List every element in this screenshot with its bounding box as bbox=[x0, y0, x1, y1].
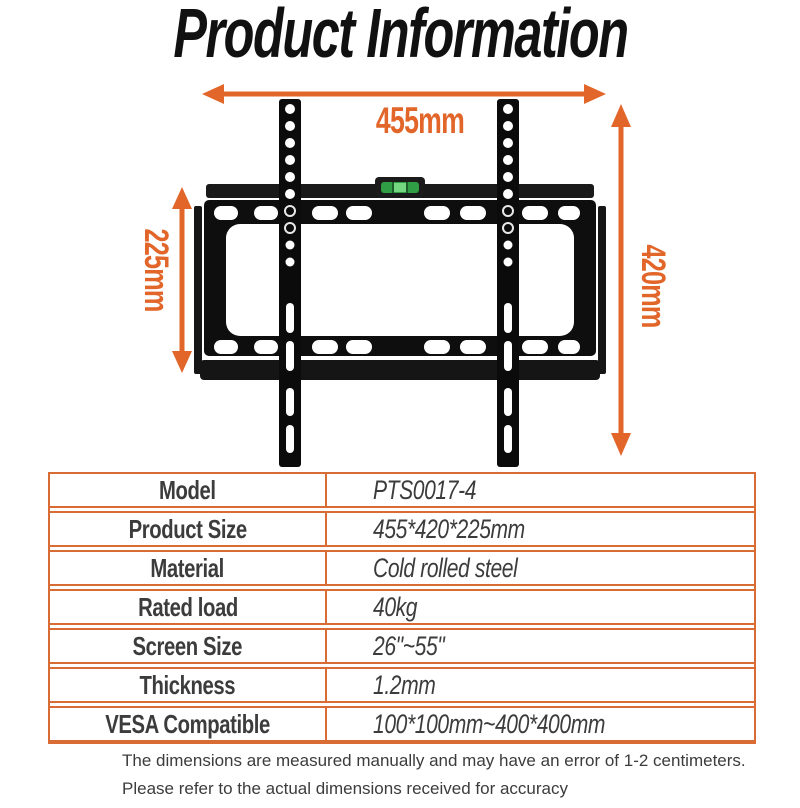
table-row: Model PTS0017-4 bbox=[50, 474, 754, 508]
spec-value-text: 40kg bbox=[373, 591, 418, 622]
footer-notes: The dimensions are measured manually and… bbox=[122, 752, 746, 808]
table-row: Rated load 40kg bbox=[50, 589, 754, 625]
spec-label-cell: Model bbox=[50, 474, 327, 506]
spec-value-cell: PTS0017-4 bbox=[327, 474, 754, 506]
spec-value-text: 455*420*225mm bbox=[373, 513, 525, 544]
footer-note-line1: The dimensions are measured manually and… bbox=[122, 751, 746, 770]
height-arrow-right bbox=[611, 104, 631, 456]
spec-value-text: 1.2mm bbox=[373, 669, 436, 700]
spec-label-text: Material bbox=[150, 552, 225, 583]
spec-value-text: PTS0017-4 bbox=[373, 474, 477, 505]
spec-label-cell: Screen Size bbox=[50, 630, 327, 662]
spec-label-cell: Material bbox=[50, 552, 327, 584]
table-row: Product Size 455*420*225mm bbox=[50, 511, 754, 547]
spec-value-text: 100*100mm~400*400mm bbox=[373, 708, 606, 739]
spec-value-text: Cold rolled steel bbox=[373, 552, 518, 583]
page-title: Product Information bbox=[0, 0, 800, 70]
right-rail bbox=[497, 99, 519, 467]
dimension-label-height-left: 225mm bbox=[137, 228, 175, 312]
footer-note-line2: Please refer to the actual dimensions re… bbox=[122, 779, 569, 798]
spec-value-cell: Cold rolled steel bbox=[327, 552, 754, 584]
spec-value-cell: 40kg bbox=[327, 591, 754, 623]
dimension-label-height-right: 420mm bbox=[634, 244, 672, 328]
spec-value-cell: 26"~55" bbox=[327, 630, 754, 662]
table-row: Material Cold rolled steel bbox=[50, 550, 754, 586]
spec-label-text: VESA Compatible bbox=[105, 708, 270, 739]
spec-label-text: Thickness bbox=[139, 669, 236, 700]
spec-value-text: 26"~55" bbox=[373, 630, 445, 661]
table-row: Screen Size 26"~55" bbox=[50, 628, 754, 664]
spec-label-text: Rated load bbox=[137, 591, 238, 622]
table-row: VESA Compatible 100*100mm~400*400mm bbox=[50, 706, 754, 742]
spec-label-text: Product Size bbox=[128, 513, 247, 544]
spirit-level bbox=[375, 177, 425, 196]
spec-label-text: Model bbox=[159, 474, 216, 505]
table-row: Thickness 1.2mm bbox=[50, 667, 754, 703]
spec-label-cell: Thickness bbox=[50, 669, 327, 701]
spec-value-cell: 1.2mm bbox=[327, 669, 754, 701]
spec-label-cell: VESA Compatible bbox=[50, 708, 327, 740]
tv-wall-mount-illustration bbox=[172, 84, 631, 467]
height-arrow-left bbox=[172, 187, 192, 373]
plate-bottom-slots bbox=[214, 340, 580, 354]
spec-label-cell: Rated load bbox=[50, 591, 327, 623]
left-rail bbox=[279, 99, 301, 467]
product-illustration: 455mm 225mm 420mm bbox=[137, 84, 672, 467]
spec-value-cell: 100*100mm~400*400mm bbox=[327, 708, 754, 740]
width-arrow bbox=[202, 84, 606, 104]
spec-label-text: Screen Size bbox=[132, 630, 243, 661]
spec-value-cell: 455*420*225mm bbox=[327, 513, 754, 545]
wall-plate bbox=[194, 184, 606, 380]
spec-label-cell: Product Size bbox=[50, 513, 327, 545]
plate-top-slots bbox=[214, 206, 580, 220]
dimension-label-width: 455mm bbox=[375, 100, 465, 141]
page-title-text: Product Information bbox=[172, 0, 629, 72]
